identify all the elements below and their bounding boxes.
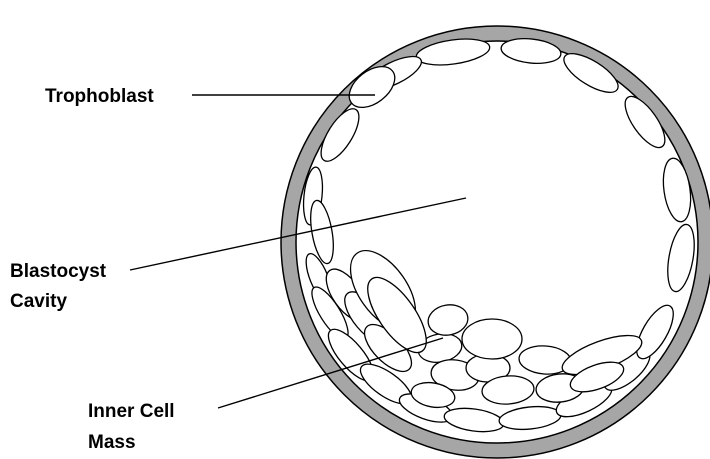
labels: Trophoblast Blastocyst Cavity Inner Cell…	[10, 86, 175, 453]
inner-cell	[462, 319, 522, 359]
blastocyst-cavity-label-line2: Cavity	[10, 291, 67, 312]
inner-cell-mass-label-line2: Mass	[88, 432, 136, 453]
inner-cell-mass-label-line1: Inner Cell	[88, 401, 175, 422]
trophoblast-label: Trophoblast	[45, 86, 154, 107]
blastocyst-cavity-label-line1: Blastocyst	[10, 261, 107, 282]
